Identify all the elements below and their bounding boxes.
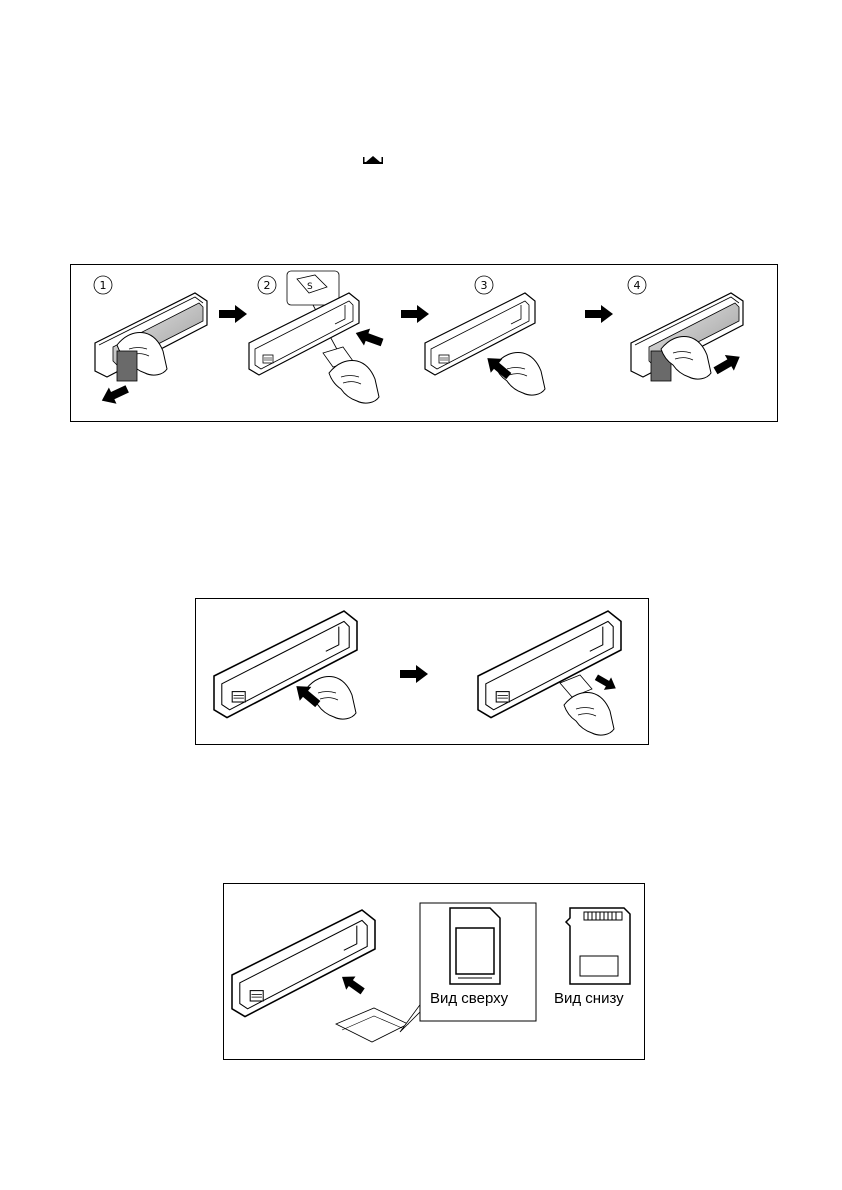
card-bottom-view-label: Вид снизу (554, 990, 624, 1007)
step-2-number: 2 (264, 279, 271, 292)
svg-text:S: S (307, 282, 313, 292)
step-4-marker: 4 (628, 276, 646, 294)
figure2-main-arrow (400, 665, 428, 683)
figure-eject-card (195, 598, 649, 745)
figure-card-orientation: Вид сверху Вид снизу (223, 883, 645, 1060)
sd-card-top-view (450, 908, 500, 984)
figure3-illustration (224, 884, 646, 1061)
figure2-illustration (196, 599, 650, 746)
figure-remove-faceplate-steps: 1 2 3 4 S (70, 264, 778, 422)
figure3-plate (232, 910, 375, 1017)
eject-icon (362, 153, 384, 167)
step-3-marker: 3 (475, 276, 493, 294)
figure3-card (336, 1008, 408, 1042)
figure1-illustration: 1 2 3 4 S (71, 265, 779, 423)
step-2-hand (329, 361, 379, 404)
step-1-face-detached (117, 351, 137, 381)
arrow-2-3 (401, 305, 429, 323)
figure2-hand-right (564, 693, 614, 736)
step-1-arrow (98, 381, 131, 409)
step-3-number: 3 (481, 279, 488, 292)
figure2-out-arrow (593, 671, 620, 695)
step-1-number: 1 (100, 279, 107, 292)
step-2-arrow (353, 325, 385, 351)
step-1-marker: 1 (94, 276, 112, 294)
arrow-1-2 (219, 305, 247, 323)
step-2-marker: 2 (258, 276, 276, 294)
sd-card-bottom-view (566, 908, 630, 984)
step-4-arrow (711, 349, 744, 379)
figure3-insert-arrow (337, 970, 367, 998)
step-4-number: 4 (634, 279, 641, 292)
arrow-3-4 (585, 305, 613, 323)
card-top-view-label: Вид сверху (430, 990, 508, 1007)
